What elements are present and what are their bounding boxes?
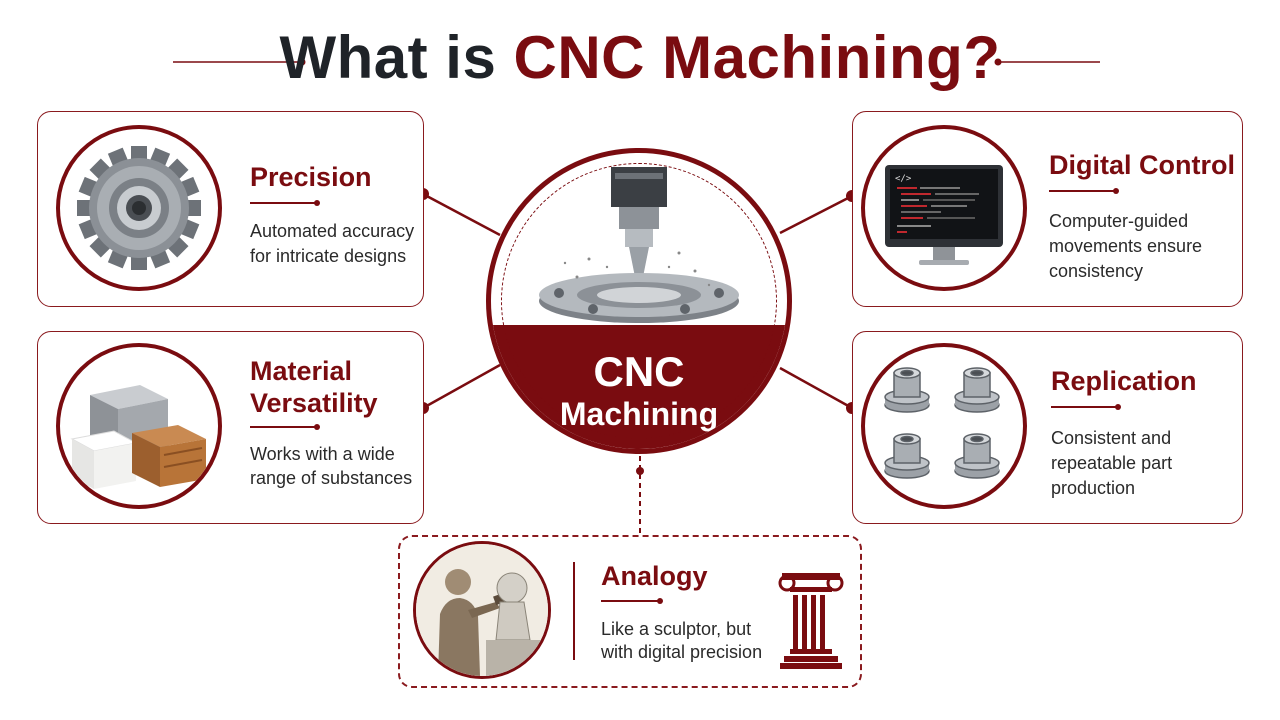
cnc-spindle-icon	[539, 167, 739, 323]
material-desc-1: Works with a wide	[250, 444, 395, 464]
replication-underline	[1051, 406, 1117, 408]
analogy-heading: Analogy	[601, 561, 708, 591]
precision-icon-circle	[56, 125, 222, 291]
analogy-desc-2: with digital precision	[601, 642, 763, 662]
replication-desc-3: production	[1051, 478, 1136, 498]
title-part-1: What is	[279, 24, 497, 91]
digital-heading: Digital Control	[1049, 150, 1235, 180]
gear-icon	[77, 146, 201, 270]
center-label-line-1: CNC	[593, 348, 685, 395]
material-desc-2: range of substances	[250, 468, 413, 488]
title-part-2: CNC Machining?	[513, 24, 1001, 91]
center-hub: CNC Machining	[486, 148, 792, 454]
digital-desc-1: Computer-guided	[1049, 211, 1189, 231]
center-dashed-ring	[501, 163, 777, 439]
replication-icon-circle	[861, 343, 1027, 509]
sculptor-icon	[416, 544, 548, 676]
digital-desc-2: movements ensure	[1049, 236, 1203, 256]
analogy-desc-1: Like a sculptor, but	[601, 619, 752, 639]
precision-underline-dot	[314, 200, 320, 206]
material-heading-2: Versatility	[250, 388, 378, 418]
monitor-code-icon: </>	[885, 165, 1003, 265]
digital-icon-circle: </>	[861, 125, 1027, 291]
digital-underline	[1049, 190, 1115, 192]
replication-desc-2: repeatable part	[1051, 453, 1173, 473]
replication-heading: Replication	[1051, 366, 1197, 396]
analogy-underline-dot	[657, 598, 663, 604]
material-underline-dot	[314, 424, 320, 430]
material-icon-circle	[56, 343, 222, 509]
svg-text:</>: </>	[895, 174, 912, 184]
material-blocks-icon	[70, 385, 206, 489]
digital-desc-3: consistency	[1049, 261, 1144, 281]
precision-desc-2: for intricate designs	[250, 246, 407, 266]
material-underline	[250, 426, 316, 428]
replication-underline-dot	[1115, 404, 1121, 410]
analogy-divider	[573, 562, 575, 660]
analogy-icon-circle	[413, 541, 551, 679]
analogy-underline	[601, 600, 659, 602]
column-icon	[778, 573, 844, 669]
center-label: CNC Machining	[491, 349, 787, 433]
precision-heading: Precision	[250, 162, 372, 192]
material-heading-1: Material	[250, 356, 353, 386]
page-title: What is CNC Machining?	[0, 22, 1280, 94]
machined-parts-icon	[884, 367, 1000, 479]
digital-underline-dot	[1113, 188, 1119, 194]
precision-desc-1: Automated accuracy	[250, 221, 415, 241]
precision-underline	[250, 202, 316, 204]
center-label-line-2: Machining	[559, 396, 719, 432]
replication-desc-1: Consistent and	[1051, 428, 1172, 448]
